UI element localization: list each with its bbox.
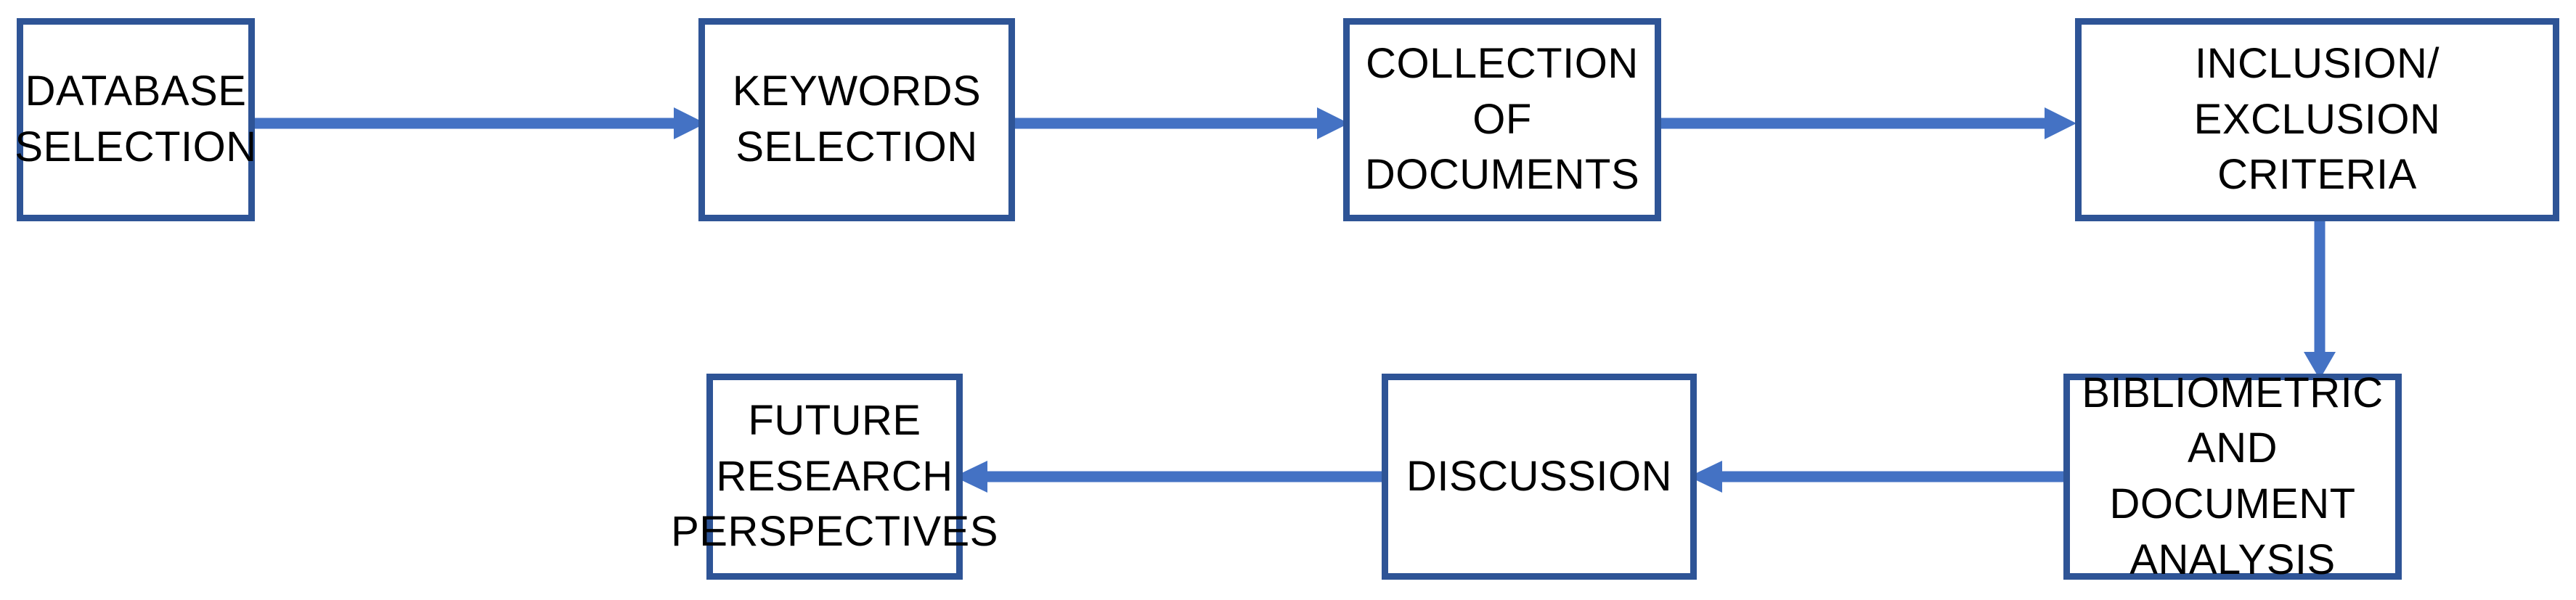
connector-discussion-to-future-research-perspectives: [950, 455, 1393, 498]
node-keywords-selection[interactable]: KEYWORDS SELECTION: [698, 18, 1015, 221]
node-collection-of-documents[interactable]: COLLECTION OF DOCUMENTS: [1343, 18, 1661, 221]
node-inclusion-exclusion-criteria-label: INCLUSION/ EXCLUSION CRITERIA: [2193, 40, 2441, 199]
node-inclusion-exclusion-criteria[interactable]: INCLUSION/ EXCLUSION CRITERIA: [2075, 18, 2559, 221]
node-bibliometric-and-document-analysis[interactable]: BIBLIOMETRIC AND DOCUMENT ANALYSIS: [2063, 369, 2402, 583]
node-future-research-perspectives[interactable]: FUTURE RESEARCH PERSPECTIVES: [671, 374, 998, 580]
connector-bibliometric-and-document-analysis-to-discussion: [1684, 455, 2073, 498]
node-collection-of-documents-label: COLLECTION OF DOCUMENTS: [1364, 40, 1640, 199]
node-discussion-label: DISCUSSION: [1406, 452, 1672, 500]
connector-inclusion-exclusion-criteria-to-bibliometric-and-document-analysis: [2298, 214, 2341, 382]
connector-collection-of-documents-to-inclusion-exclusion-criteria: [1654, 102, 2082, 145]
node-future-research-perspectives-label: FUTURE RESEARCH PERSPECTIVES: [671, 397, 998, 556]
node-keywords-selection-label: KEYWORDS SELECTION: [732, 67, 982, 170]
node-database-selection-label: DATABASE SELECTION: [15, 67, 257, 170]
connector-database-selection-to-keywords-selection: [247, 102, 712, 145]
node-bibliometric-and-document-analysis-label: BIBLIOMETRIC AND DOCUMENT ANALYSIS: [2082, 369, 2384, 583]
connector-keywords-selection-to-collection-of-documents: [1008, 102, 1355, 145]
node-discussion[interactable]: DISCUSSION: [1382, 374, 1697, 580]
node-database-selection[interactable]: DATABASE SELECTION: [15, 18, 256, 221]
